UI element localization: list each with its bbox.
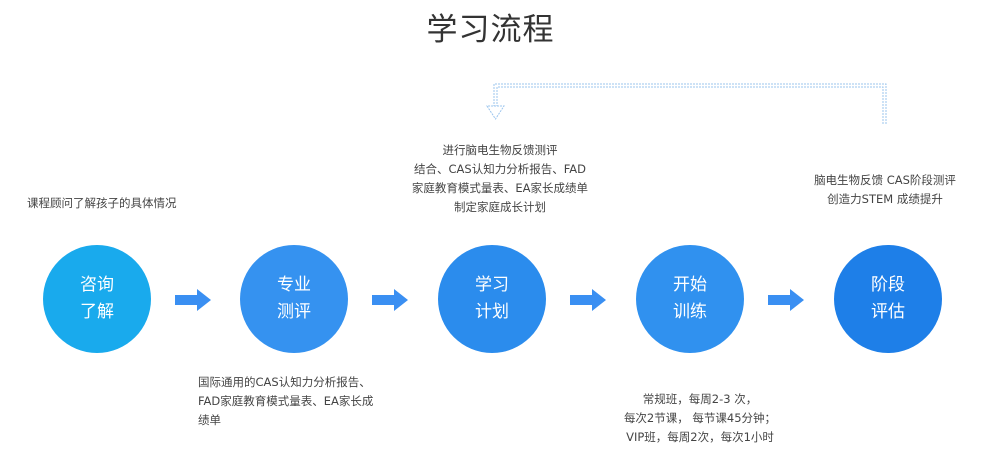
page-title: 学习流程 (426, 12, 555, 48)
step-evaluate-line2: 评估 (871, 302, 905, 322)
step-training-line2: 训练 (673, 302, 707, 322)
step-consult-line2: 了解 (80, 302, 114, 322)
step-plan-line2: 计划 (475, 302, 509, 322)
step-evaluate: 阶段 评估 (834, 245, 942, 353)
step-evaluate-line1: 阶段 (871, 275, 905, 295)
step-plan-line1: 学习 (475, 275, 509, 295)
right-arrow-icon (768, 289, 804, 311)
note-plan: 进行脑电生物反馈测评 结合、CAS认知力分析报告、FAD 家庭教育模式量表、EA… (411, 143, 589, 214)
note-consult: 课程顾问了解孩子的具体情况 (27, 196, 177, 210)
step-plan: 学习 计划 (438, 245, 546, 353)
note-assess: 国际通用的CAS认知力分析报告、 FAD家庭教育模式量表、EA家长成 绩单 (198, 375, 374, 427)
right-arrow-icon (175, 289, 211, 311)
step-training: 开始 训练 (636, 245, 744, 353)
step-assess-line2: 测评 (277, 302, 311, 322)
step-training-line1: 开始 (673, 275, 707, 295)
note-training: 常规班，每周2-3 次， 每次2节课， 每节课45分钟； VIP班，每周2次，每… (623, 392, 777, 444)
step-assess-line1: 专业 (277, 275, 311, 295)
step-consult-line1: 咨询 (80, 275, 114, 295)
step-assess: 专业 测评 (240, 245, 348, 353)
step-consult: 咨询 了解 (43, 245, 151, 353)
right-arrow-icon (570, 289, 606, 311)
note-evaluate: 脑电生物反馈 CAS阶段测评 创造力STEM 成绩提升 (814, 173, 956, 206)
right-arrow-icon (372, 289, 408, 311)
